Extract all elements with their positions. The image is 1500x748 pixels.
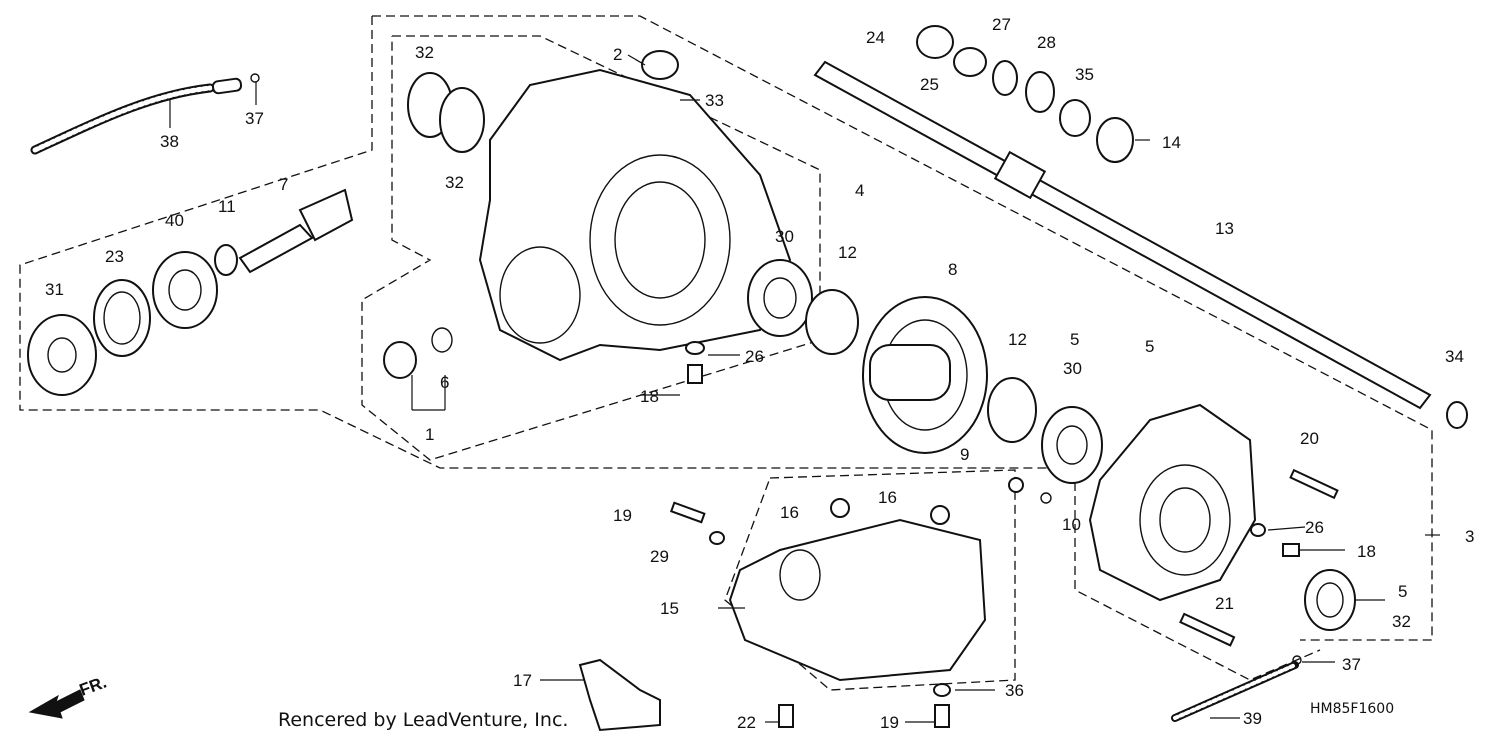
bearings-left: [747, 259, 859, 355]
callout-6: 6: [440, 373, 449, 392]
small-seals: [383, 50, 679, 379]
fasteners: [669, 341, 1339, 728]
callout-36: 36: [1005, 681, 1024, 700]
callout-28: 28: [1037, 33, 1056, 52]
final-gear-case: [478, 68, 792, 362]
callout-24: 24: [866, 28, 885, 47]
footer-credit: Rencered by LeadVenture, Inc.: [278, 709, 568, 731]
callout-27: 27: [992, 15, 1011, 34]
callout-32: 32: [415, 43, 434, 62]
callout-19: 19: [613, 506, 632, 525]
callout-4: 4: [855, 181, 864, 200]
axle-shaft: [813, 25, 1468, 429]
callout-21: 21: [1215, 594, 1234, 613]
fr-label: FR.: [77, 673, 109, 700]
callout-34: 34: [1445, 347, 1464, 366]
callout-numbers: 38 37 32 32 2 33 7 11 40 23 31 6 1 4 30 …: [45, 15, 1474, 732]
callout-29: 29: [650, 547, 669, 566]
callout-13: 13: [1215, 219, 1234, 238]
callout-33: 33: [705, 91, 724, 110]
right-oil-seal: [1304, 569, 1356, 631]
callout-2: 2: [613, 45, 622, 64]
callout-7: 7: [279, 175, 288, 194]
diagram-code: HM85F1600: [1310, 701, 1394, 717]
callout-3: 3: [1465, 527, 1474, 546]
callout-30: 30: [1063, 359, 1082, 378]
bearings-right: [987, 377, 1103, 504]
callout-39: 39: [1243, 709, 1262, 728]
callout-18: 18: [640, 387, 659, 406]
callout-26: 26: [1305, 518, 1324, 537]
callout-16: 16: [780, 503, 799, 522]
callout-10: 10: [1062, 515, 1081, 534]
callout-25: 25: [920, 75, 939, 94]
callout-17: 17: [513, 671, 532, 690]
callout-32: 32: [1392, 612, 1411, 631]
callout-5: 5: [1398, 582, 1407, 601]
callout-26: 26: [745, 347, 764, 366]
callout-22: 22: [737, 713, 756, 732]
assembly-outlines: [19, 15, 1433, 691]
callout-20: 20: [1300, 429, 1319, 448]
ring-gear: [862, 296, 988, 454]
skid-plate: [728, 498, 987, 682]
breather-hose: [30, 73, 260, 155]
callout-16: 16: [878, 488, 897, 507]
pinion-stack: [27, 188, 354, 396]
gear-case-cover: [1088, 403, 1257, 602]
callout-30: 30: [775, 227, 794, 246]
callout-11: 11: [218, 197, 236, 216]
callout-37: 37: [1342, 655, 1361, 674]
callout-5: 5: [1070, 330, 1079, 349]
callout-23: 23: [105, 247, 124, 266]
callout-5: 5: [1145, 337, 1154, 356]
bracket: [578, 658, 661, 732]
front-direction-arrow: FR.: [28, 673, 109, 719]
callout-15: 15: [660, 599, 679, 618]
leader-lines: [169, 54, 1440, 723]
callout-1: 1: [425, 425, 434, 444]
callout-38: 38: [160, 132, 179, 151]
callout-9: 9: [960, 445, 969, 464]
callout-8: 8: [948, 260, 957, 279]
lower-hose: [1171, 655, 1302, 722]
callout-31: 31: [45, 280, 64, 299]
callout-12: 12: [838, 243, 857, 262]
callout-18: 18: [1357, 542, 1376, 561]
callout-14: 14: [1162, 133, 1181, 152]
callout-35: 35: [1075, 65, 1094, 84]
callout-40: 40: [165, 211, 184, 230]
callout-19: 19: [880, 713, 899, 732]
callout-32: 32: [445, 173, 464, 192]
callout-12: 12: [1008, 330, 1027, 349]
callout-37: 37: [245, 109, 264, 128]
